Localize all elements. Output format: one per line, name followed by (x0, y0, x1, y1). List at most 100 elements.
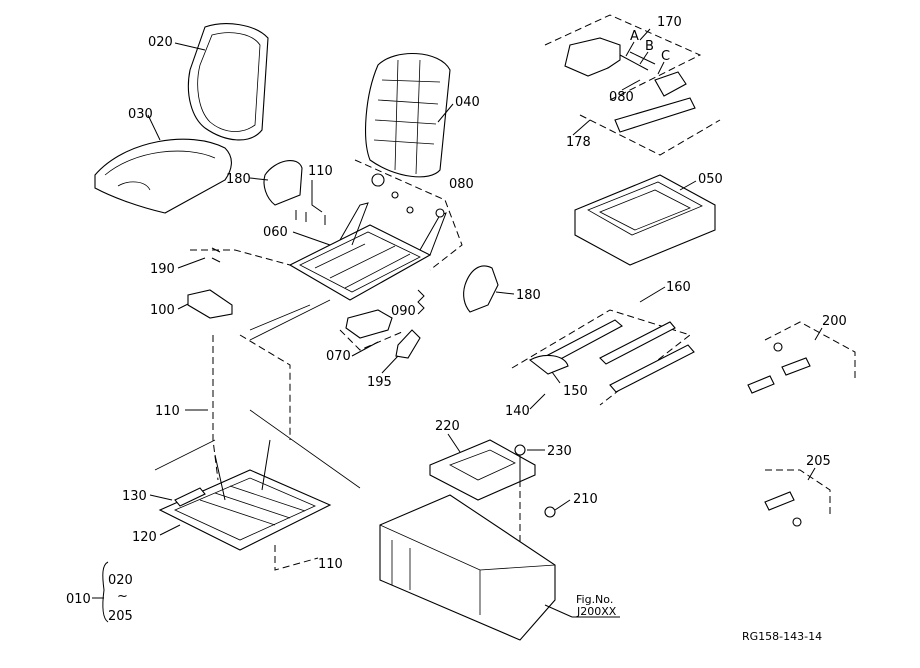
leader-120 (159, 524, 181, 536)
leader-030 (147, 114, 161, 141)
mounting-plate-220[interactable] (429, 439, 536, 501)
callout-sub-c: C (661, 49, 670, 64)
suspension-base-120[interactable] (158, 439, 332, 551)
leader-140 (529, 393, 546, 410)
leader-080-top (621, 79, 641, 91)
seat-frame-060[interactable] (288, 202, 447, 301)
seat-cushion-030[interactable] (94, 138, 232, 214)
callout-120: 120 (132, 530, 157, 545)
leader-180-right (495, 291, 515, 295)
bracket-100[interactable] (187, 289, 233, 319)
assembly-range-sep: ~ (117, 589, 128, 604)
callout-160: 160 (666, 280, 691, 295)
seat-pan-050[interactable] (574, 174, 716, 266)
dash-178 (579, 114, 721, 156)
dash-190 (190, 249, 291, 266)
lever-handle-195[interactable] (395, 329, 421, 359)
leader-070 (351, 341, 379, 357)
dash-205 (765, 469, 831, 515)
callout-170: 170 (657, 15, 682, 30)
bolt-set-110-top[interactable] (295, 210, 326, 225)
leader-200 (814, 327, 823, 341)
assembly-bracket (102, 561, 109, 623)
backrest-cushion-020[interactable] (187, 23, 269, 141)
callout-130: 130 (122, 489, 147, 504)
callout-110-top: 110 (308, 164, 333, 179)
callout-220: 220 (435, 419, 460, 434)
callout-140: 140 (505, 404, 530, 419)
dash-110-mid (239, 334, 291, 440)
adjust-lever-070[interactable] (345, 309, 393, 339)
callout-190: 190 (150, 262, 175, 277)
leader-210 (554, 499, 571, 511)
dash-080 (354, 159, 463, 271)
leader-100 (177, 303, 189, 310)
slide-lock-170[interactable] (564, 37, 696, 133)
assembly-label: 010 (66, 592, 91, 607)
callout-040: 040 (455, 95, 480, 110)
seat-back-frame-040[interactable] (365, 53, 451, 178)
side-cover-180-left[interactable] (263, 159, 303, 206)
callout-150: 150 (563, 384, 588, 399)
dash-070 (339, 329, 403, 351)
leader-180-left (249, 177, 269, 181)
nut-210[interactable] (544, 506, 556, 518)
callout-sub-a: A (630, 29, 639, 44)
leader-b (639, 51, 649, 65)
callout-070: 070 (326, 349, 351, 364)
assembly-range-end: 205 (108, 609, 133, 624)
leader-178 (572, 119, 591, 136)
callout-sub-b: B (645, 39, 654, 54)
callout-210: 210 (573, 492, 598, 507)
callout-100: 100 (150, 303, 175, 318)
link-130[interactable] (174, 487, 206, 507)
fig-ref-line2: J200XX (576, 605, 617, 618)
leader-110-top (311, 180, 323, 213)
slide-rail-160[interactable] (547, 319, 695, 393)
leader-060 (292, 231, 331, 246)
drawing-code: RG158-143-14 (742, 630, 822, 643)
leader-190 (177, 257, 206, 269)
leader-170 (639, 28, 651, 41)
dash-200 (764, 321, 856, 380)
leader-050 (679, 180, 697, 191)
guide-lines (154, 299, 361, 489)
leader-a (625, 41, 635, 57)
leader-150 (551, 371, 561, 384)
slide-handle-150[interactable] (528, 354, 569, 375)
callout-180-left: 180 (226, 172, 251, 187)
callout-200: 200 (822, 314, 847, 329)
callout-030: 030 (128, 107, 153, 122)
leader-220 (447, 433, 461, 453)
dash-170 (544, 14, 702, 101)
callout-180-right: 180 (516, 288, 541, 303)
callout-080-top: 080 (609, 90, 634, 105)
callout-020: 020 (148, 35, 173, 50)
callout-110-mid: 110 (155, 404, 180, 419)
leader-130 (149, 494, 173, 501)
leader-195 (381, 355, 399, 374)
callout-178: 178 (566, 135, 591, 150)
callout-205: 205 (806, 454, 831, 469)
leader-040 (437, 103, 454, 123)
callout-080-mid: 080 (449, 177, 474, 192)
leader-020 (174, 42, 206, 51)
spring-090[interactable] (417, 289, 425, 315)
callout-060: 060 (263, 225, 288, 240)
fig-ref-leader (544, 604, 573, 618)
leader-205 (807, 467, 816, 481)
dash-110-bottom (274, 545, 319, 571)
callout-230: 230 (547, 444, 572, 459)
seat-stand (379, 494, 556, 641)
fig-ref-line1: Fig.No. (576, 593, 613, 606)
seat-belt-200[interactable] (747, 342, 811, 394)
side-cover-180-right[interactable] (463, 265, 499, 313)
assembly-range-start: 020 (108, 573, 133, 588)
bolt-set-080[interactable] (371, 173, 445, 218)
seat-belt-205[interactable] (764, 491, 802, 527)
leader-160 (639, 286, 666, 303)
bolt-230[interactable] (514, 444, 526, 480)
callout-090: 090 (391, 304, 416, 319)
callout-110-bottom: 110 (318, 557, 343, 572)
